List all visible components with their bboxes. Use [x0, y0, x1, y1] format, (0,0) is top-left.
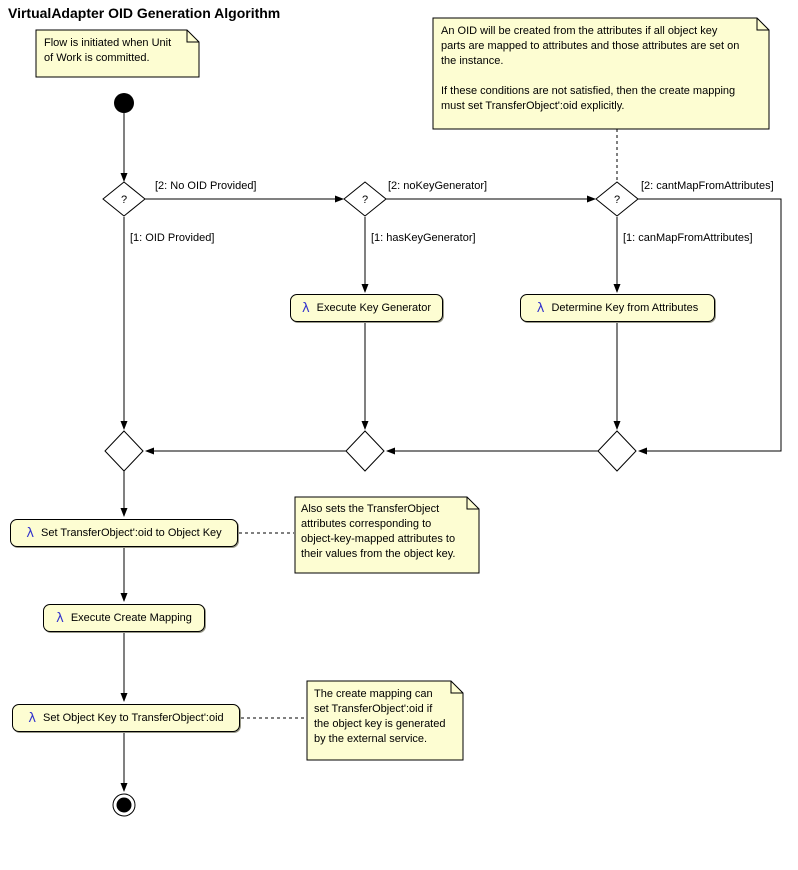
- action-label: Determine Key from Attributes: [551, 302, 699, 314]
- action-set-object-key-to-oid[interactable]: λ Set Object Key to TransferObject':oid: [12, 704, 240, 732]
- guard-oid-provided: [1: OID Provided]: [130, 232, 215, 244]
- action-label: Execute Key Generator: [316, 302, 432, 314]
- final-node[interactable]: [112, 793, 136, 817]
- guard-no-key-generator: [2: noKeyGenerator]: [388, 180, 488, 192]
- lambda-icon: λ: [536, 300, 545, 316]
- edge-decision3-to-merge3-bypass: [638, 198, 782, 455]
- guard-has-key-generator: [1: hasKeyGenerator]: [371, 232, 476, 244]
- lambda-icon: λ: [301, 300, 310, 316]
- note-fold-icon: [186, 30, 199, 43]
- action-execute-create-mapping[interactable]: λ Execute Create Mapping: [43, 604, 205, 632]
- lambda-icon: λ: [26, 525, 35, 541]
- decision-question-mark: ?: [121, 194, 127, 206]
- guard-no-oid-provided: [2: No OID Provided]: [155, 180, 257, 192]
- action-execute-key-generator[interactable]: λ Execute Key Generator: [290, 294, 443, 322]
- decision-question-mark: ?: [362, 194, 368, 206]
- action-set-oid-to-object-key[interactable]: λ Set TransferObject':oid to Object Key: [10, 519, 238, 547]
- note-fold-icon: [450, 681, 463, 694]
- note-create-mapping-text: The create mapping can set TransferObjec…: [314, 688, 446, 745]
- action-determine-key-from-attributes[interactable]: λ Determine Key from Attributes: [520, 294, 715, 322]
- initial-node[interactable]: [114, 93, 134, 113]
- merge3[interactable]: [597, 430, 637, 472]
- lambda-icon: λ: [56, 610, 64, 626]
- note-oid-creation[interactable]: [432, 17, 770, 130]
- decision3-map-from-attributes[interactable]: ?: [595, 181, 639, 217]
- note-create-mapping[interactable]: [306, 680, 464, 761]
- page-title: VirtualAdapter OID Generation Algorithm: [8, 5, 281, 21]
- note-also-sets-text: Also sets the TransferObject attributes …: [301, 503, 456, 560]
- note-fold-icon: [756, 18, 769, 31]
- note-flow-initiated-text: Flow is initiated when Unit of Work is c…: [44, 37, 172, 64]
- merge1[interactable]: [104, 430, 144, 472]
- note-also-sets[interactable]: [294, 496, 480, 574]
- decision-question-mark: ?: [614, 194, 620, 206]
- decision1-oid-provided[interactable]: ?: [102, 181, 146, 217]
- note-oid-creation-text: An OID will be created from the attribut…: [441, 25, 740, 112]
- guard-cant-map-from-attributes: [2: cantMapFromAttributes]: [641, 180, 774, 192]
- note-fold-icon: [466, 497, 479, 510]
- decision2-key-generator[interactable]: ?: [343, 181, 387, 217]
- action-label: Execute Create Mapping: [70, 612, 192, 624]
- note-flow-initiated[interactable]: [35, 29, 200, 78]
- merge2[interactable]: [345, 430, 385, 472]
- guard-can-map-from-attributes: [1: canMapFromAttributes]: [623, 232, 753, 244]
- action-label: Set Object Key to TransferObject':oid: [43, 712, 224, 724]
- lambda-icon: λ: [28, 710, 37, 726]
- action-label: Set TransferObject':oid to Object Key: [41, 527, 222, 539]
